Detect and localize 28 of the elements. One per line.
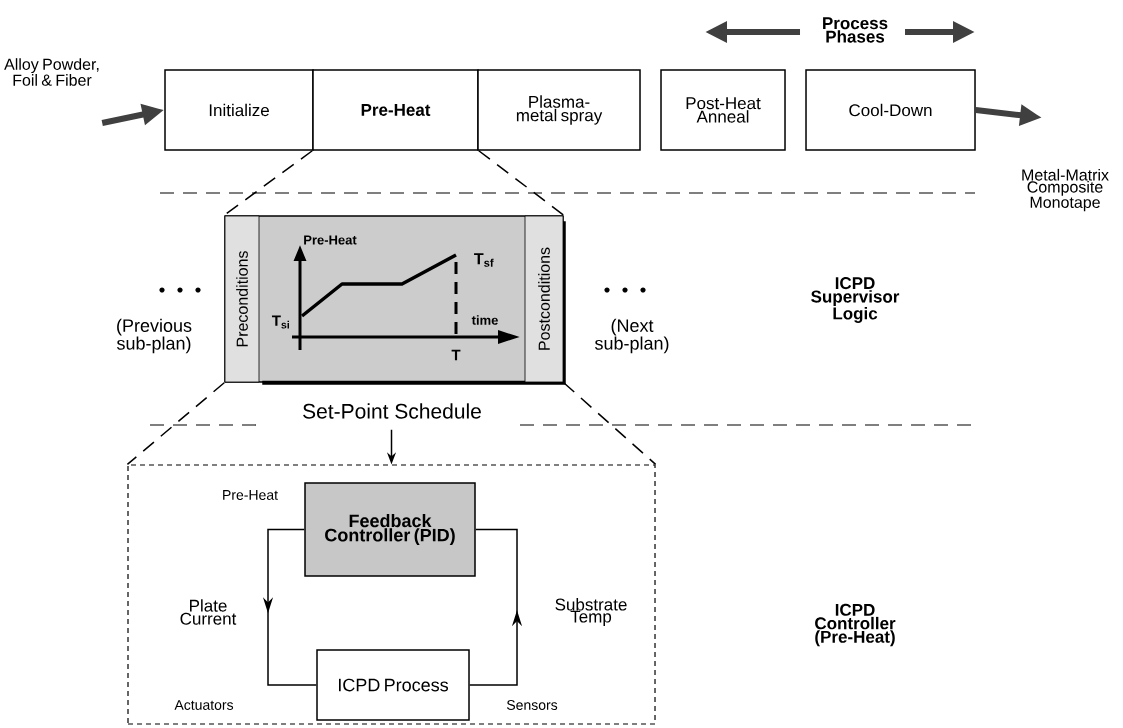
phase-box: Pre-Heat xyxy=(312,69,479,151)
node-label: Set-Point Schedule xyxy=(303,403,481,419)
condition-band: Preconditions xyxy=(224,215,260,383)
edge-label: Substrate Temp xyxy=(555,598,627,626)
sensor-label: Sensors xyxy=(506,700,558,710)
phase-heading: Process Phases xyxy=(823,17,888,43)
process-box: ICPD Process xyxy=(316,649,470,721)
phase-box: Post-Heat Anneal xyxy=(660,69,786,151)
input-label: Alloy Powder, Foil & Fiber xyxy=(4,58,99,86)
axis-label: Pre-Heat xyxy=(304,235,357,245)
phase-box: Plasma-metal spray xyxy=(477,69,641,151)
edge-label: Plate Current xyxy=(180,599,237,625)
axis-label: time xyxy=(471,315,498,325)
actuator-label: Actuators xyxy=(174,700,234,710)
sub-plan-label: (Previous sub-plan) xyxy=(117,318,192,354)
connector-line xyxy=(126,382,225,466)
connector-line xyxy=(563,382,657,466)
phase-box: Cool-Down xyxy=(805,69,976,151)
controller-box: Feedback Controller (PID) xyxy=(304,482,476,577)
layer-label: ICPD Supervisor Logic xyxy=(811,277,900,323)
condition-band: Postconditions xyxy=(524,215,564,383)
layer-label: ICPD Controller (Pre-Heat) xyxy=(815,603,896,647)
phase-box: Initialize xyxy=(164,69,314,151)
axis-label: T xyxy=(451,349,461,361)
sub-plan-label: (Next sub-plan) xyxy=(595,318,669,354)
point-label: T$_{sf}$ xyxy=(474,253,494,267)
connector-line xyxy=(478,150,565,216)
output-label: Metal-Matrix Composite Monotape xyxy=(1022,168,1109,212)
